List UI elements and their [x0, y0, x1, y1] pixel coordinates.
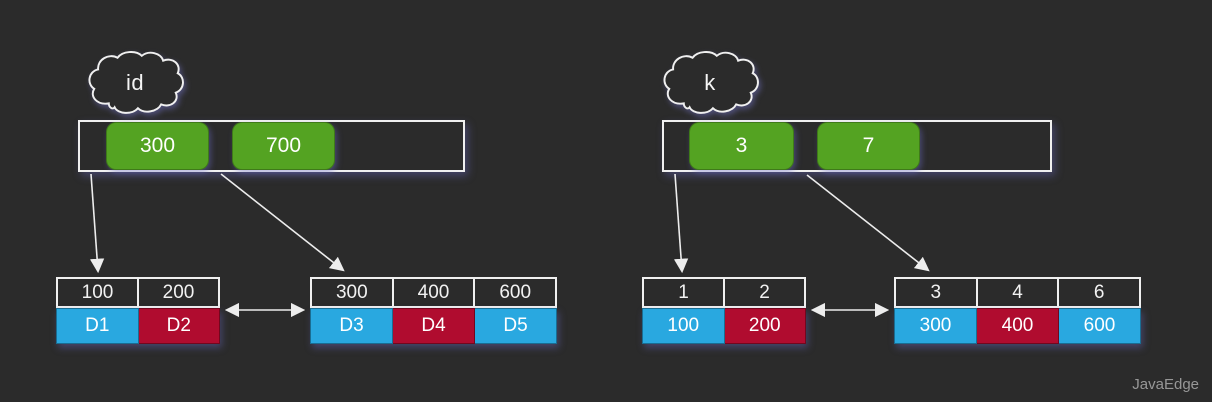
cloud-id-label: id [125, 70, 145, 95]
leaf-node-right-1: 1 2 100 200 [642, 277, 806, 344]
leaf-value-cell: 200 [724, 308, 806, 344]
arrow-right-index-to-leaf2 [806, 174, 930, 272]
cloud-icon [663, 51, 759, 114]
leaf-key-row: 300 400 600 [310, 277, 557, 308]
leaf-node-left-1: 100 200 D1 D2 [56, 277, 220, 344]
leaf-key-row: 1 2 [642, 277, 806, 308]
index-key-box: 300 [106, 122, 209, 170]
leaf-value-row: 100 200 [642, 308, 806, 344]
watermark-text: JavaEdge [1132, 376, 1199, 393]
leaf-value-cell: 300 [894, 308, 977, 344]
arrow-left-index-to-leaf2 [220, 173, 345, 272]
arrow-right-index-to-leaf1 [673, 173, 689, 274]
leaf-key-cell: 200 [137, 279, 218, 306]
leaf-value-cell: D5 [475, 308, 557, 344]
leaf-value-cell: D4 [393, 308, 475, 344]
leaf-node-left-2: 300 400 600 D3 D4 D5 [310, 277, 557, 344]
leaf-value-cell: 400 [977, 308, 1059, 344]
leaf-value-cell: 100 [642, 308, 725, 344]
leaf-key-cell: 3 [930, 281, 942, 303]
cloud-k: k [659, 50, 761, 116]
leaf-value-row: D1 D2 [56, 308, 220, 344]
leaf-key-cell: 2 [723, 279, 804, 306]
index-key-box: 3 [689, 122, 794, 170]
cloud-k-label: k [704, 70, 716, 95]
leaf-key-cell: 6 [1057, 279, 1139, 306]
leaf-node-right-2: 3 4 6 300 400 600 [894, 277, 1141, 344]
leaf-key-row: 3 4 6 [894, 277, 1141, 308]
index-node-right [662, 120, 1052, 172]
leaf-key-cell: 1 [678, 281, 689, 303]
leaf-value-cell: D1 [56, 308, 139, 344]
leaf-key-cell: 300 [335, 281, 368, 303]
cloud-icon [88, 51, 184, 114]
index-node-left [78, 120, 465, 172]
leaf-value-cell: D2 [138, 308, 220, 344]
leaf-key-cell: 400 [391, 279, 474, 306]
index-key-box: 700 [232, 122, 335, 170]
leaf-key-cell: 600 [473, 279, 555, 306]
cloud-id: id [84, 50, 186, 116]
leaf-key-cell: 4 [975, 279, 1058, 306]
leaf-key-row: 100 200 [56, 277, 220, 308]
leaf-value-cell: D3 [310, 308, 393, 344]
arrow-left-index-to-leaf1 [89, 173, 105, 274]
leaf-value-row: 300 400 600 [894, 308, 1141, 344]
index-key-box: 7 [817, 122, 920, 170]
leaf-value-cell: 600 [1059, 308, 1141, 344]
leaf-value-row: D3 D4 D5 [310, 308, 557, 344]
leaf-key-cell: 100 [81, 281, 114, 303]
